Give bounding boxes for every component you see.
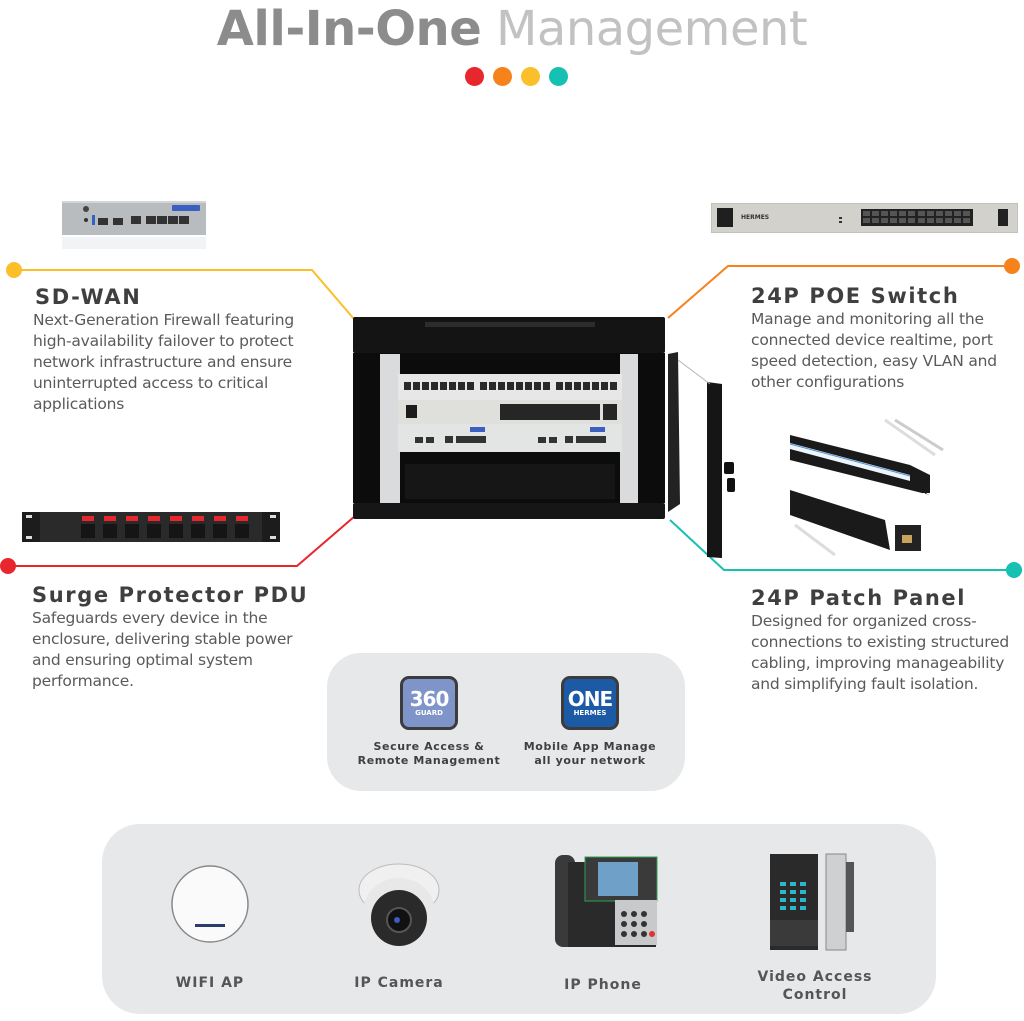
dot-yellow [521,67,540,86]
feature-patch: 24P Patch Panel Designed for organized c… [751,585,1016,695]
switch-device-image: HERMES [710,202,1019,234]
endpoint-label: IP Camera [354,975,444,991]
feature-sdwan: SD-WAN Next-Generation Firewall featurin… [33,284,323,415]
app-icon-text: ONE [567,687,613,711]
feature-switch-title: 24P POE Switch [751,284,960,308]
app-label-line2: Remote Management [357,754,501,767]
switch-brand: HERMES [741,214,769,221]
endpoints-panel: WIFI AP IP Camera IP Phone [102,824,936,1014]
title-bold: All-In-One [216,1,482,57]
endpoint-wifi-ap: WIFI AP [150,864,270,992]
rack-cabinet-image [350,312,750,562]
app-hermes-one[interactable]: ONE HERMES Mobile App Manage all your ne… [505,676,675,768]
connector-patch-dot [1006,562,1022,578]
app-icon-text: 360 [409,687,450,711]
app-label: Secure Access & Remote Management [344,740,514,768]
connector-switch-dot [1004,258,1020,274]
feature-pdu-title: Surge Protector PDU [32,583,309,607]
endpoint-label: Video Access Control [752,968,878,1004]
title-light: Management [496,1,808,57]
feature-sdwan-description: Next-Generation Firewall featuring high-… [33,311,294,413]
connector-pdu-dot [0,558,16,574]
dot-red [465,67,484,86]
feature-sdwan-title: SD-WAN [35,285,142,309]
endpoint-video-access-control: Video Access Control [752,852,878,1004]
video-access-control-icon [770,853,854,951]
feature-pdu: Surge Protector PDU Safeguards every dev… [32,582,312,692]
feature-pdu-description: Safeguards every device in the enclosure… [32,609,293,690]
app-label-line1: Secure Access & [373,740,485,753]
svg-text:CAT6: CAT6 [915,492,938,501]
page-title: All-In-One Management [0,2,1024,56]
endpoint-label: IP Phone [564,977,642,993]
wifi-ap-icon [171,865,249,943]
endpoint-label-line2: Control [782,987,848,1003]
app-360-guard[interactable]: 360 GUARD Secure Access & Remote Managem… [344,676,514,768]
app-label-line2: all your network [534,754,646,767]
app-icon-subtext: GUARD [415,709,443,717]
hermes-one-app-icon: ONE HERMES [561,676,619,730]
app-icon-subtext: HERMES [573,709,607,717]
sdwan-device-image [62,201,206,249]
connector-switch [667,265,1012,319]
connector-pdu [8,515,356,567]
dot-orange [493,67,512,86]
connector-sdwan [14,269,361,327]
feature-patch-description: Designed for organized cross-connections… [751,612,1010,693]
endpoint-ip-camera: IP Camera [339,860,459,992]
feature-patch-title: 24P Patch Panel [751,586,967,610]
endpoint-ip-phone: IP Phone [540,852,666,994]
360-guard-app-icon: 360 GUARD [400,676,458,730]
feature-switch: 24P POE Switch Manage and monitoring all… [751,283,1016,393]
ip-phone-icon [555,855,658,947]
endpoint-label: WIFI AP [175,975,245,991]
feature-switch-description: Manage and monitoring all the connected … [751,310,997,391]
decorative-dots [465,67,568,86]
app-label: Mobile App Manage all your network [505,740,675,768]
connector-sdwan-dot [6,262,22,278]
patch-panel-image: CAT6 [785,415,945,560]
endpoint-label-line1: Video Access [757,969,873,985]
ip-camera-icon [358,863,440,946]
pdu-device-image [22,512,280,542]
dot-teal [549,67,568,86]
apps-panel: 360 GUARD Secure Access & Remote Managem… [327,653,685,791]
app-label-line1: Mobile App Manage [523,740,657,753]
connector-patch [669,519,1014,571]
